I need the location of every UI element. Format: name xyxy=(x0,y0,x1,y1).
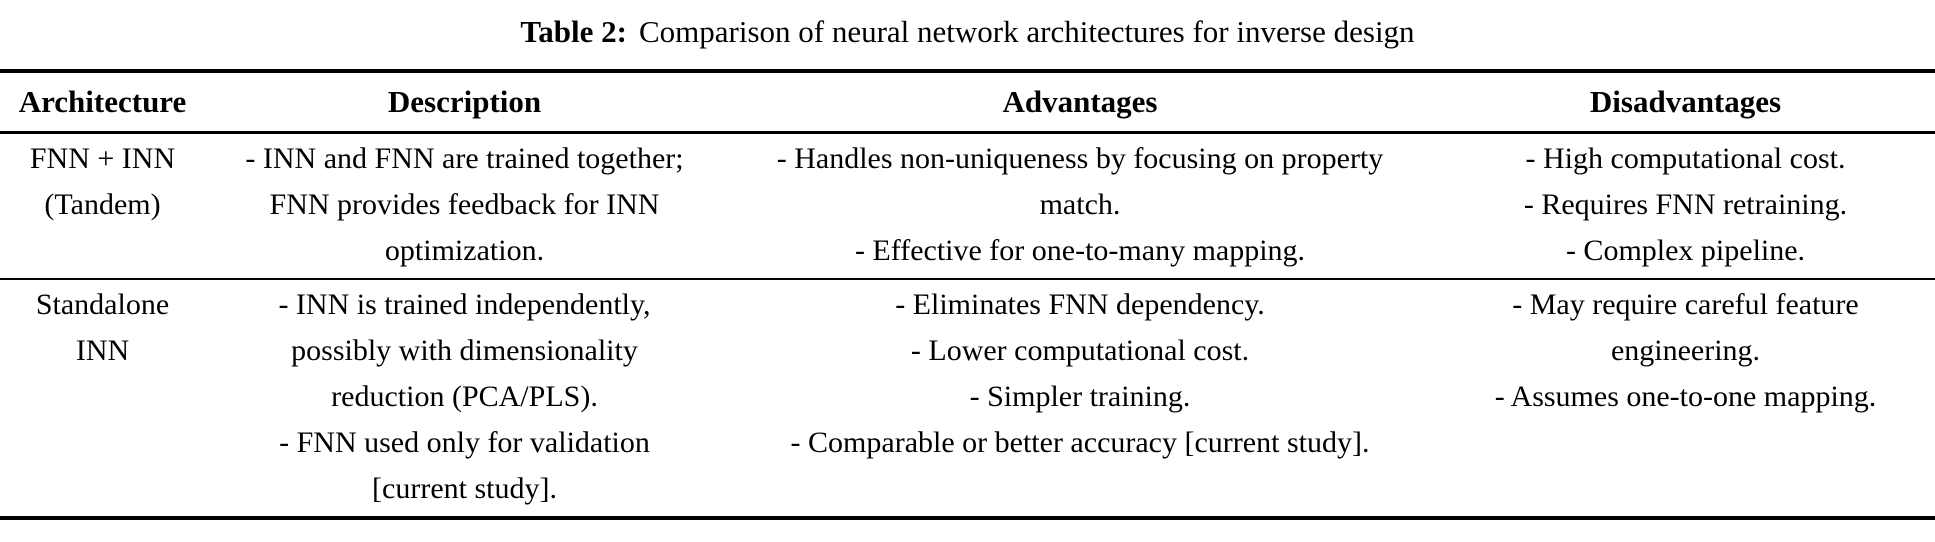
cell-disadvantages: - May require careful feature engineerin… xyxy=(1436,279,1935,518)
cell-disadvantages: - High computational cost. - Requires FN… xyxy=(1436,132,1935,280)
table-row: Standalone INN - INN is trained independ… xyxy=(0,279,1935,518)
cell-architecture: FNN + INN (Tandem) xyxy=(0,132,205,280)
cell-description: - INN and FNN are trained together; FNN … xyxy=(205,132,724,280)
header-cell-architecture: Architecture xyxy=(0,71,205,134)
architecture-name: FNN + INN (Tandem) xyxy=(29,142,176,221)
disadvantage-item: - Assumes one-to-one mapping. xyxy=(1494,380,1877,413)
table-caption: Table 2: Comparison of neural network arc… xyxy=(0,9,1935,55)
table-row: FNN + INN (Tandem) - INN and FNN are tra… xyxy=(0,132,1935,280)
description-item: - FNN used only for validation [current … xyxy=(279,426,650,505)
header-row: Architecture Description Advantages Disa… xyxy=(0,71,1935,134)
disadvantage-item: - High computational cost. xyxy=(1525,142,1846,175)
cell-architecture: Standalone INN xyxy=(0,279,205,518)
table-caption-text: Comparison of neural network architectur… xyxy=(638,14,1415,49)
advantage-item: - Lower computational cost. xyxy=(910,334,1250,367)
cell-advantages: - Handles non-uniqueness by focusing on … xyxy=(724,132,1436,280)
header-cell-disadvantages: Disadvantages xyxy=(1436,71,1935,134)
disadvantage-item: - Complex pipeline. xyxy=(1565,234,1806,267)
advantage-item: - Effective for one-to-many mapping. xyxy=(854,234,1306,267)
description-item: - INN and FNN are trained together; FNN … xyxy=(245,142,684,267)
cell-description: - INN is trained independently, possibly… xyxy=(205,279,724,518)
cell-advantages: - Eliminates FNN dependency. - Lower com… xyxy=(724,279,1436,518)
disadvantage-item: - May require careful feature engineerin… xyxy=(1512,288,1859,367)
disadvantage-item: - Requires FNN retraining. xyxy=(1523,188,1848,221)
description-item: - INN is trained independently, possibly… xyxy=(278,288,651,413)
advantage-item: - Comparable or better accuracy [current… xyxy=(790,426,1370,459)
table-caption-label: Table 2: xyxy=(520,14,627,49)
advantage-item: - Handles non-uniqueness by focusing on … xyxy=(776,142,1384,221)
advantage-item: - Simpler training. xyxy=(969,380,1191,413)
advantage-item: - Eliminates FNN dependency. xyxy=(895,288,1265,321)
architecture-name: Standalone INN xyxy=(35,288,170,367)
header-cell-description: Description xyxy=(205,71,724,134)
architecture-comparison-table: Architecture Description Advantages Disa… xyxy=(0,69,1935,520)
header-cell-advantages: Advantages xyxy=(724,71,1436,134)
